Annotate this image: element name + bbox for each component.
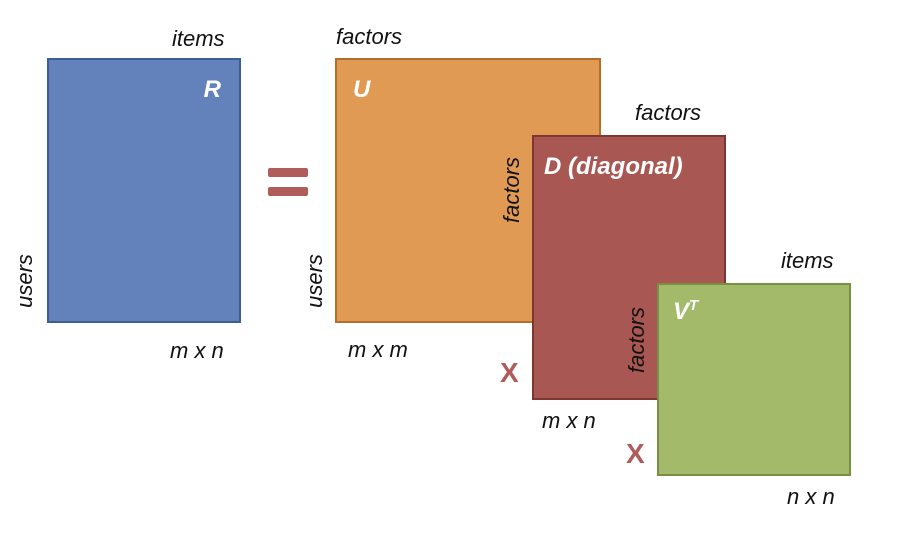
r-top-label: items xyxy=(172,26,225,51)
u-top-label: factors xyxy=(336,24,403,49)
v-side-label: factors xyxy=(624,306,649,374)
u-side-label: users xyxy=(302,254,327,308)
matrix-d-title: D (diagonal) xyxy=(544,153,683,180)
equals-sign xyxy=(268,168,308,198)
matrix-r: R xyxy=(47,58,241,323)
v-top-label: items xyxy=(781,248,834,273)
v-dims-label: n x n xyxy=(787,484,835,509)
d-top-label: factors xyxy=(635,100,702,125)
matrix-r-title: R xyxy=(203,76,221,103)
r-dims-label: m x n xyxy=(170,338,224,363)
matrix-v-title-base: V xyxy=(673,298,690,325)
multiply-operator-1: X xyxy=(500,357,519,388)
equals-bar-bottom xyxy=(268,187,308,196)
matrix-v-title-superscript: T xyxy=(689,297,699,314)
matrix-v-title: VT xyxy=(673,297,698,326)
d-side-label: factors xyxy=(499,156,524,224)
d-dims-label: m x n xyxy=(542,408,596,433)
matrix-v-transpose: VT xyxy=(657,283,851,476)
u-dims-label: m x m xyxy=(348,337,408,362)
matrix-u-title: U xyxy=(353,76,371,103)
equals-bar-top xyxy=(268,168,308,177)
r-side-label: users xyxy=(12,254,37,308)
multiply-operator-2: X xyxy=(626,438,645,469)
